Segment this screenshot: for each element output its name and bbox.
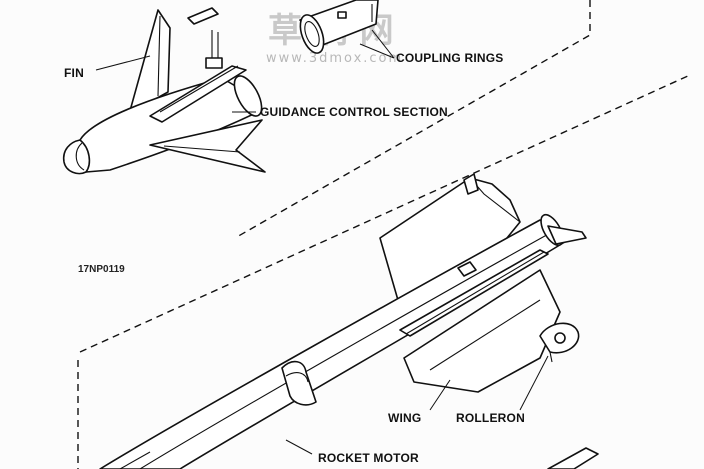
label-rolleron: ROLLERON	[456, 411, 525, 425]
guidance-rear-ring	[233, 75, 263, 117]
lower-right-fragment	[547, 447, 599, 469]
rolleron-leader	[519, 355, 549, 411]
forward-clamp	[281, 360, 317, 406]
coupling-rings-drawing	[299, 0, 379, 54]
wing-leader	[429, 379, 451, 411]
label-figure-code: 17NP0119	[78, 264, 125, 275]
fin-tip-detached	[187, 7, 219, 25]
fin-leader	[95, 55, 151, 71]
leader-lines	[95, 29, 549, 455]
rocket-motor-leader	[285, 439, 313, 455]
label-wing: WING	[388, 411, 421, 425]
coupling-rings-leader	[359, 29, 395, 59]
watermark-url: www.3dmox.com	[266, 51, 403, 66]
upper-rolleron	[463, 173, 479, 195]
motor-nozzle	[547, 225, 587, 245]
separator-dashed-lines	[77, 0, 691, 469]
coupling-ring-front	[299, 14, 325, 54]
guidance-control-section-drawing	[62, 7, 266, 175]
label-rocket-motor: ROCKET MOTOR	[318, 451, 419, 465]
lower-fin	[149, 119, 266, 173]
fin-fairing	[149, 65, 247, 123]
coupling-ring-tab	[337, 11, 347, 19]
connector-block	[205, 57, 223, 69]
label-coupling-rings: COUPLING RINGS	[396, 51, 503, 65]
label-guidance-control-section: GUIDANCE CONTROL SECTION	[260, 105, 448, 119]
callout-labels: FIN COUPLING RINGS GUIDANCE CONTROL SECT…	[64, 51, 525, 465]
label-fin: FIN	[64, 66, 84, 80]
rocket-motor-drawing	[99, 173, 599, 469]
lower-dashed-divider	[79, 74, 691, 353]
wing-root-clip	[457, 261, 477, 277]
